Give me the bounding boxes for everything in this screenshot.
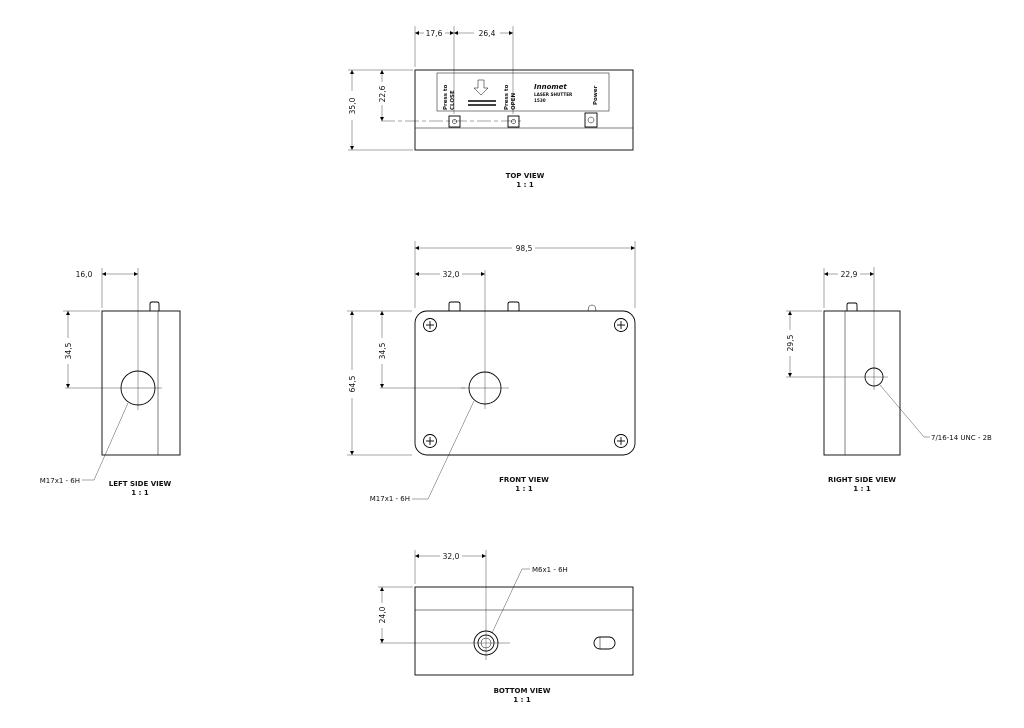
bottom-thread-leader (491, 568, 530, 634)
top-view-title: TOP VIEW (506, 172, 545, 180)
right-thread-callout: 7/16-14 UNC - 2B (931, 434, 992, 442)
right-thread-leader (879, 384, 930, 438)
close-button-square (448, 115, 461, 128)
front-view-scale: 1 : 1 (515, 485, 533, 493)
dim-front-34-5: 34,5 (378, 342, 387, 359)
front-thread-leader (412, 400, 475, 500)
dim-bottom-32-0: 32,0 (443, 552, 460, 561)
label-power: Power (593, 85, 599, 105)
screw-icon (423, 318, 437, 332)
top-label-panel (436, 72, 610, 112)
front-button-nub (507, 301, 520, 311)
bottom-view-body (414, 586, 634, 676)
bottom-slot (593, 636, 616, 650)
power-socket-square (584, 112, 598, 128)
dim-64-5: 64,5 (348, 375, 357, 392)
right-button-nub (846, 302, 858, 311)
front-view: 98,5 32,0 64,5 34,5 M17x1 - 6H FRONT VIE… (347, 241, 636, 503)
left-side-view: 16,0 34,5 M17x1 - 6H LEFT SIDE VIEW 1 : … (40, 268, 181, 497)
top-view-body (414, 69, 634, 151)
front-view-title: FRONT VIEW (499, 476, 549, 484)
bottom-view-title: BOTTOM VIEW (494, 687, 551, 695)
open-button-square (507, 115, 520, 128)
left-view-body (101, 310, 181, 456)
dim-29-5: 29,5 (786, 334, 795, 351)
top-view: Press to CLOSE Press to OPEN Innomet LAS… (348, 26, 634, 189)
bottom-view: 32,0 24,0 M6x1 - 6H BOTTOM VIEW 1 : 1 (378, 550, 634, 704)
bottom-thread-callout: M6x1 - 6H (532, 566, 568, 574)
dim-35-0: 35,0 (348, 97, 357, 114)
power-socket-icon (587, 116, 595, 124)
front-socket-nub (587, 304, 597, 312)
dim-22-6: 22,6 (378, 85, 387, 102)
screw-icon (423, 434, 437, 448)
left-button-nub (149, 301, 160, 311)
dim-17-6: 17,6 (426, 29, 443, 38)
right-view-scale: 1 : 1 (853, 485, 871, 493)
label-model-1: LASER SHUTTER (534, 92, 573, 97)
label-press-close-2: CLOSE (450, 90, 456, 110)
left-thread-callout: M17x1 - 6H (40, 477, 80, 485)
screw-icon (614, 434, 628, 448)
left-thread-leader (82, 402, 129, 481)
down-arrow-icon (473, 79, 489, 96)
bottom-view-scale: 1 : 1 (513, 696, 531, 704)
close-button-icon (452, 119, 457, 124)
top-view-scale: 1 : 1 (516, 181, 534, 189)
dim-left-34-5: 34,5 (64, 342, 73, 359)
right-view-body (823, 310, 901, 456)
label-press-open-2: OPEN (511, 93, 517, 110)
right-view-title: RIGHT SIDE VIEW (828, 476, 896, 484)
dim-16-0: 16,0 (76, 270, 93, 279)
dim-98-5: 98,5 (516, 244, 533, 253)
dim-22-9: 22,9 (841, 270, 858, 279)
front-thread-callout: M17x1 - 6H (370, 495, 410, 503)
open-button-icon (511, 119, 516, 124)
dim-24-0: 24,0 (378, 606, 387, 623)
front-view-body (414, 310, 636, 456)
dim-26-4: 26,4 (479, 29, 496, 38)
left-view-scale: 1 : 1 (131, 489, 149, 497)
label-logo: Innomet (534, 83, 567, 91)
left-view-title: LEFT SIDE VIEW (109, 480, 172, 488)
screw-icon (614, 318, 628, 332)
right-side-view: 22,9 29,5 7/16-14 UNC - 2B RIGHT SIDE VI… (786, 267, 992, 493)
label-model-2: 1530 (534, 98, 546, 103)
label-press-open-1: Press to (504, 84, 510, 110)
label-press-close-1: Press to (443, 84, 449, 110)
front-button-nub (448, 301, 461, 311)
dim-front-32-0: 32,0 (443, 270, 460, 279)
